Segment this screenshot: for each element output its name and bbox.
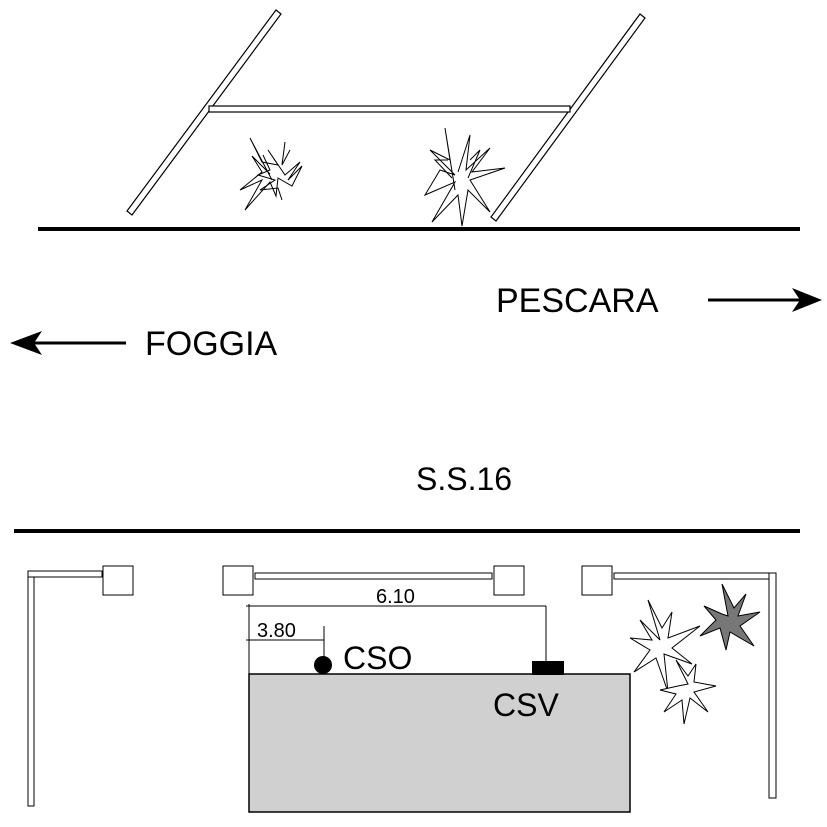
- dimension-short-label: 3.80: [257, 620, 296, 642]
- dimension-long-label: 6.10: [376, 586, 415, 608]
- arrow-right-icon: [708, 288, 822, 312]
- sign-post-right: [490, 13, 646, 222]
- plant-icon: [239, 137, 303, 211]
- right-barrier: [581, 565, 777, 799]
- left-barrier: [27, 565, 134, 807]
- cso-marker-icon: [314, 656, 332, 674]
- cso-label: CSO: [343, 640, 412, 676]
- sign-post-left: [126, 9, 282, 216]
- arrow-left-icon: [10, 331, 126, 355]
- middle-barrier: [222, 565, 525, 596]
- dimension-lines: [246, 604, 547, 676]
- plant-icon: [423, 127, 506, 227]
- barrier-post: [581, 565, 613, 596]
- barrier-post: [493, 565, 525, 596]
- top-sign-structure: [126, 9, 646, 222]
- csv-label: CSV: [493, 687, 559, 723]
- building-footprint: [248, 673, 631, 813]
- foggia-label: FOGGIA: [145, 325, 278, 363]
- barrier-post: [102, 565, 134, 596]
- barrier-post: [222, 565, 254, 596]
- plant-icon: [659, 659, 717, 725]
- plant-icon: [699, 583, 761, 651]
- csv-marker-icon: [532, 661, 564, 675]
- pescara-label: PESCARA: [496, 282, 659, 320]
- road-name-label: S.S.16: [416, 461, 512, 497]
- plant-icon: [629, 599, 701, 693]
- sign-crossbar: [208, 105, 571, 113]
